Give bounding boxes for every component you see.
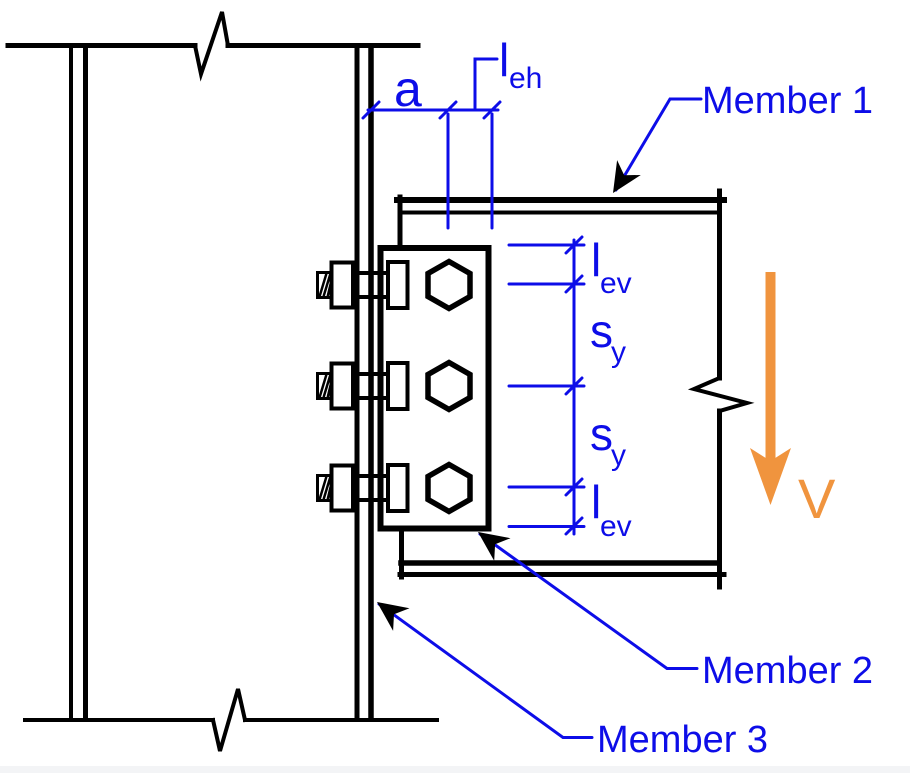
- dim-sy-upper-label: s: [590, 305, 613, 357]
- dim-lev-top-label: l: [591, 234, 601, 286]
- member1-arrowhead: [613, 160, 641, 193]
- dim-sy-upper-subscript: y: [611, 336, 626, 369]
- bolt3-thread-hatch: [322, 476, 332, 500]
- leader-arrowheads: [377, 160, 641, 631]
- dimension-a-leh: [361, 57, 502, 230]
- column-top-break-symbol: [192, 11, 231, 82]
- dim-tick: [564, 274, 584, 294]
- dim-tick: [564, 376, 584, 396]
- bolt3-thread-hatch: [318, 476, 328, 500]
- leh-leader-bracket: [473, 57, 499, 110]
- bolt2-washer: [386, 361, 410, 411]
- dim-lev-bottom-subscript: ev: [600, 510, 632, 543]
- member3-label: Member 3: [597, 719, 768, 761]
- member2-label: Member 2: [702, 650, 873, 692]
- dim-leh-subscript: eh: [509, 62, 542, 95]
- bolt1-hex-head: [425, 258, 473, 312]
- column-bottom-break-symbol: [210, 688, 248, 752]
- bolt1-thread-hatch: [322, 273, 332, 297]
- bolt3-nut: [329, 463, 355, 513]
- bolt3-washer: [386, 463, 410, 513]
- bolt-row-2: [316, 359, 473, 413]
- structural-linework: [5, 11, 755, 752]
- member3-arrowhead: [377, 602, 410, 631]
- member2-leader-line: [478, 532, 699, 670]
- bolt3-hex-head: [425, 461, 473, 515]
- dim-tick: [361, 100, 381, 120]
- member1-leader-line: [614, 97, 703, 192]
- member2-arrowhead: [478, 532, 511, 561]
- shear-force-arrow: [750, 272, 791, 505]
- bolt1-thread-hatch: [318, 273, 328, 297]
- annotation-linework: [361, 57, 703, 739]
- beam-right-break-symbol: [687, 375, 755, 414]
- member1-label: Member 1: [702, 80, 873, 122]
- dim-tick: [564, 477, 584, 497]
- force-arrow-head: [750, 448, 791, 505]
- bolt2-thread-hatch: [318, 374, 328, 398]
- bolt-row-1: [316, 258, 473, 312]
- screenshot-edge-strip: [0, 766, 910, 773]
- dim-lev-bottom-label: l: [591, 476, 601, 528]
- bolt-row-3: [316, 461, 473, 515]
- beam-member1: [394, 188, 755, 590]
- dim-lev-top-subscript: ev: [600, 267, 632, 300]
- bolt1-nut: [329, 260, 355, 310]
- member3-leader-line: [377, 602, 594, 739]
- dim-sy-lower-subscript: y: [611, 439, 626, 472]
- dim-tick: [482, 100, 502, 120]
- bolt2-hex-head: [425, 359, 473, 413]
- dim-a-label: a: [394, 61, 422, 117]
- diagram-labels: Member 1 Member 2 Member 3 a l eh l ev s…: [394, 34, 873, 761]
- dimension-lev-sy-stack: [507, 235, 586, 536]
- dim-sy-lower-label: s: [590, 408, 613, 460]
- column-member3: [5, 11, 439, 752]
- dim-leh-label: l: [499, 34, 509, 86]
- dim-tick: [564, 516, 584, 536]
- bolt1-washer: [386, 260, 410, 310]
- dim-tick: [438, 100, 458, 120]
- bolt2-thread-hatch: [322, 374, 332, 398]
- shear-force-label: V: [798, 467, 836, 530]
- dim-tick: [564, 235, 584, 255]
- bolt2-nut: [329, 361, 355, 411]
